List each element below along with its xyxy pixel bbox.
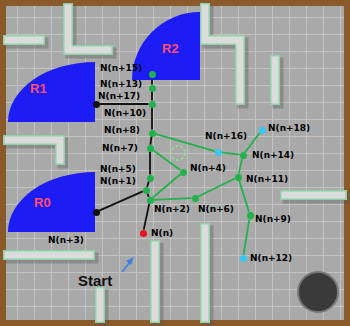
region-label: R1 (30, 82, 47, 96)
vertex-label: N(n+13) (100, 79, 142, 90)
obstacle-cylinder (298, 272, 338, 312)
vertex-label: N(n+7) (102, 143, 138, 154)
robot-marker (171, 146, 185, 160)
vertex-label: N(n+4) (190, 163, 226, 174)
graph-edge-green (153, 198, 191, 200)
graph-vertex: N(n+9) (247, 212, 254, 219)
graph-vertex: N(n+16) (215, 149, 222, 156)
graph-edge-black (150, 136, 151, 144)
graph-edge-green (221, 152, 239, 154)
graph-vertex: N(n+18) (259, 127, 266, 134)
graph-edge-black (147, 181, 149, 186)
graph-edge-green (153, 174, 181, 197)
vertex-label: N(n+18) (268, 123, 310, 134)
graph-vertex: N(n+17) (93, 101, 100, 108)
graph-vertex: N(n+4) (180, 169, 187, 176)
graph-vertex: N(n+14) (240, 152, 247, 159)
graph-vertex: N(n+3) (93, 209, 100, 216)
vertex-label: N(n+5) (100, 164, 136, 175)
graph-vertex: N(n+1) (143, 187, 150, 194)
graph-vertex: N(n+13) (149, 85, 156, 92)
graph-vertex: N(n+10) (149, 101, 156, 108)
vertex-label: N(n+10) (104, 108, 146, 119)
graph-vertex: N(n) (140, 230, 147, 237)
start-label: Start (78, 272, 112, 289)
vertex-label: N(n+1) (100, 176, 136, 187)
vertex-label: N(n+15) (100, 63, 142, 74)
graph-vertex: N(n+12) (240, 255, 247, 262)
sector-fill (8, 172, 95, 232)
vertex-label: N(n+9) (255, 214, 291, 225)
vertex-label: N(n+8) (104, 125, 140, 136)
vertex-label: N(n+3) (48, 235, 84, 246)
vertex-label: N(n+2) (154, 204, 190, 215)
graph-edge-black (144, 203, 150, 229)
sector-shape (8, 172, 95, 232)
graph-vertex: N(n+6) (192, 195, 199, 202)
graph-vertex: N(n+7) (147, 145, 154, 152)
graph-edge-green (239, 180, 249, 211)
graph-edge-green (245, 133, 260, 152)
region-sector: R1 (8, 62, 95, 122)
vertex-label: N(n) (151, 228, 173, 239)
vertex-label: N(n+16) (205, 131, 247, 142)
graph-edge-green (198, 179, 235, 197)
graph-edge-black (150, 152, 151, 175)
graph-vertex: N(n+2) (147, 197, 154, 204)
maze-walls (8, 8, 345, 321)
graph-edge-black (152, 92, 153, 101)
graph-vertex: N(n+11) (235, 174, 242, 181)
graph-edge-black (99, 191, 143, 210)
region-label: R2 (162, 42, 179, 56)
region-label: R0 (34, 196, 51, 210)
graph-edge-black (152, 108, 153, 130)
sector-shape (8, 62, 95, 122)
vertex-label: N(n+17) (98, 91, 140, 102)
vertex-label: N(n+14) (252, 150, 294, 161)
start-arrow (122, 257, 134, 272)
vertex-label: N(n+11) (246, 174, 288, 185)
graph-edge-black (100, 104, 149, 105)
vertex-label: N(n+6) (198, 204, 234, 215)
graph-edge-green (244, 218, 250, 254)
region-sector: R0 (8, 172, 95, 232)
graph-vertex: N(n+5) (147, 175, 154, 182)
maze-frame (3, 3, 347, 323)
graph-edge-green (153, 150, 180, 170)
graph-vertex: N(n+15) (149, 71, 156, 78)
vertex-label: N(n+12) (250, 253, 292, 264)
graph-edge-green (239, 158, 242, 173)
graph-vertex: N(n+8) (149, 130, 156, 137)
sector-fill (8, 62, 95, 122)
